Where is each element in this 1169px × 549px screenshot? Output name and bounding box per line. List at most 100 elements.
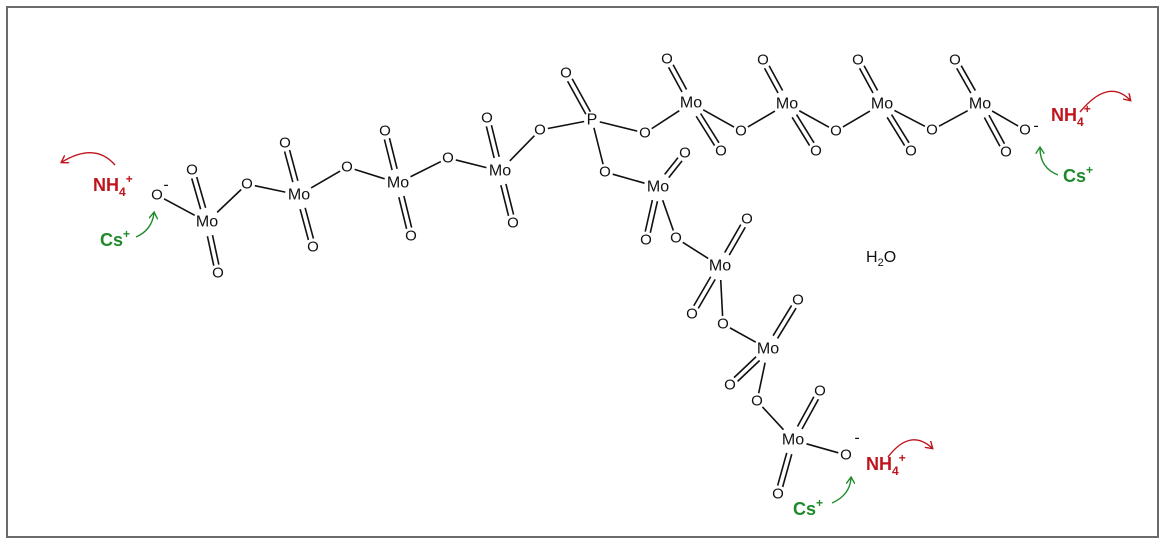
oxygen-atom: O (679, 145, 691, 162)
negative-charge: - (163, 177, 168, 194)
oxygen-atom: O (751, 393, 763, 410)
single-bond (806, 443, 839, 454)
double-bond (728, 226, 746, 256)
double-bond (699, 113, 720, 144)
double-bond (776, 452, 788, 486)
double-bond (566, 80, 587, 115)
oxygen-atom: O (717, 316, 729, 333)
oxygen-atom: O (715, 143, 727, 160)
oxygen-atom: O (926, 122, 938, 139)
molybdenum-atom: Mo (757, 341, 779, 358)
oxygen-atom: O (949, 52, 961, 69)
oxygen-atom: O (757, 52, 769, 69)
ammonium-ion-label: NH4+ (1051, 102, 1091, 129)
double-bond (664, 157, 679, 175)
double-bond (649, 201, 659, 233)
single-bond (455, 159, 487, 169)
molybdenum-atom: Mo (196, 214, 218, 231)
oxygen-atom: O (670, 230, 682, 247)
double-bond (288, 149, 299, 182)
single-bond (547, 120, 585, 130)
molybdenum-atom: Mo (871, 96, 893, 113)
phosphorus-atom: P (587, 112, 598, 129)
molybdenum-atom: Mo (489, 163, 511, 180)
oxygen-atom: O (507, 215, 519, 232)
double-bond (190, 178, 202, 210)
oxygen-atom: O (661, 51, 673, 68)
oxygen-atom: O (639, 125, 651, 142)
double-bond (304, 207, 315, 239)
oxygen-atom: O (534, 122, 546, 139)
single-bond (761, 406, 785, 431)
double-bond (672, 64, 688, 90)
oxygen-atom: O (279, 135, 291, 152)
oxygen-atom: O (307, 239, 319, 256)
negative-charge: - (854, 430, 859, 447)
oxygen-atom: O (735, 123, 747, 140)
oxygen-atom: O (241, 176, 253, 193)
double-bond (485, 126, 495, 159)
oxygen-atom: O (840, 447, 852, 464)
double-bond (955, 67, 972, 94)
single-bond (599, 121, 638, 132)
double-bond (863, 65, 879, 91)
oxygen-atom: O (442, 150, 454, 167)
single-bond (991, 110, 1019, 127)
molybdenum-atom: Mo (387, 175, 409, 192)
oxygen-atom: O (724, 377, 736, 394)
double-bond (763, 67, 779, 94)
double-bond (668, 160, 683, 179)
diagram-frame (6, 6, 1159, 538)
oxygen-atom: O (814, 383, 826, 400)
single-bond (747, 110, 776, 128)
double-bond (801, 398, 820, 430)
double-bond (398, 197, 408, 230)
double-bond (500, 185, 510, 217)
ammonium-departure-arrow (1079, 90, 1130, 113)
ammonium-ion-label: NH4+ (93, 172, 133, 199)
single-bond (612, 173, 645, 184)
single-bond (798, 110, 830, 128)
cesium-approach-arrow (831, 478, 851, 504)
single-bond (354, 168, 385, 180)
double-bond (403, 195, 413, 228)
ammonium-departure-arrow (62, 152, 116, 166)
oxygen-atom: O (852, 52, 864, 69)
single-bond (894, 109, 926, 128)
single-bond (842, 110, 871, 128)
single-bond (593, 127, 604, 165)
double-bond (781, 453, 793, 488)
ammonium-ion-label: NH4+ (866, 451, 906, 478)
double-bond (283, 151, 294, 183)
double-bond (695, 115, 716, 147)
double-bond (211, 234, 220, 265)
oxygen-atom: O (341, 159, 353, 176)
negative-charge: - (1033, 118, 1038, 135)
oxygen-atom: O (560, 65, 572, 82)
single-bond (410, 160, 442, 178)
single-bond (163, 198, 196, 217)
oxygen-atom: O (1019, 122, 1031, 139)
double-bond (886, 116, 906, 146)
molybdenum-atom: Mo (647, 179, 669, 196)
oxygen-atom: O (686, 306, 698, 323)
molybdenum-atom: Mo (782, 432, 804, 449)
ammonium-departure-arrow (887, 439, 932, 458)
cesium-ion-label: Cs+ (1063, 163, 1093, 186)
double-bond (858, 67, 874, 94)
water-label: H2O (866, 249, 896, 269)
oxygen-atom: O (640, 232, 652, 249)
single-bond (757, 362, 766, 394)
oxygen-atom: O (379, 123, 391, 140)
single-bond (310, 170, 341, 189)
oxygen-atom: O (772, 486, 784, 503)
oxygen-atom: O (792, 292, 804, 309)
single-bond (651, 109, 680, 130)
single-bond (719, 279, 724, 317)
oxygen-atom: O (830, 123, 842, 140)
double-bond (388, 137, 398, 169)
double-bond (737, 359, 761, 382)
single-bond (254, 184, 286, 193)
